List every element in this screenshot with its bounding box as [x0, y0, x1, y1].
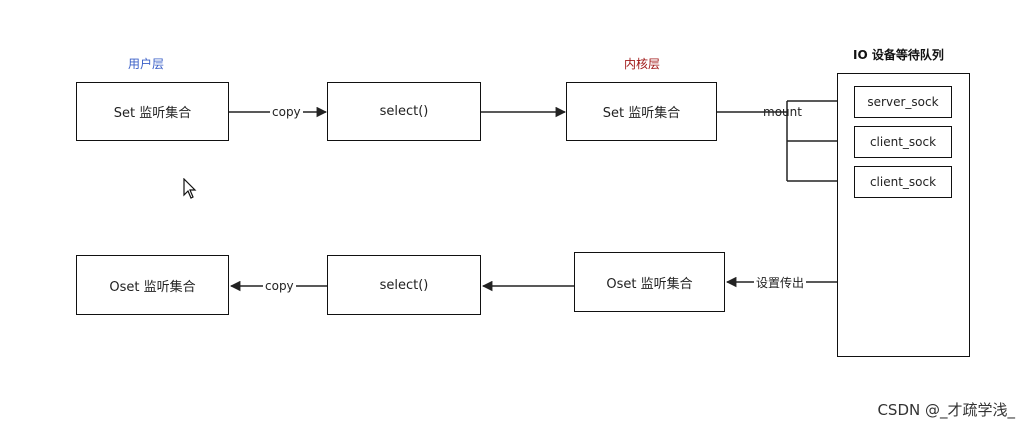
mount-label: mount [763, 105, 802, 119]
queue-item-client-sock-2: client_sock [854, 166, 952, 198]
kernel-set-box: Set 监听集合 [566, 82, 717, 141]
io-queue-title: IO 设备等待队列 [853, 48, 944, 62]
user-layer-label: 用户层 [128, 57, 165, 71]
kernel-layer-label: 内核层 [624, 57, 661, 71]
mouse-cursor-icon [183, 178, 197, 199]
queue-item-server-sock: server_sock [854, 86, 952, 118]
kernel-oset-box: Oset 监听集合 [574, 252, 725, 312]
user-oset-box: Oset 监听集合 [76, 255, 229, 315]
select-top-box: select() [327, 82, 481, 141]
io-wait-queue [837, 73, 970, 357]
set-out-label: 设置传出 [754, 274, 807, 291]
watermark: CSDN @_才疏学浅_ [877, 401, 1015, 419]
copy-top-label: copy [270, 105, 303, 119]
queue-item-client-sock-1: client_sock [854, 126, 952, 158]
user-set-box: Set 监听集合 [76, 82, 229, 141]
select-bottom-box: select() [327, 255, 481, 315]
copy-bottom-label: copy [263, 279, 296, 293]
